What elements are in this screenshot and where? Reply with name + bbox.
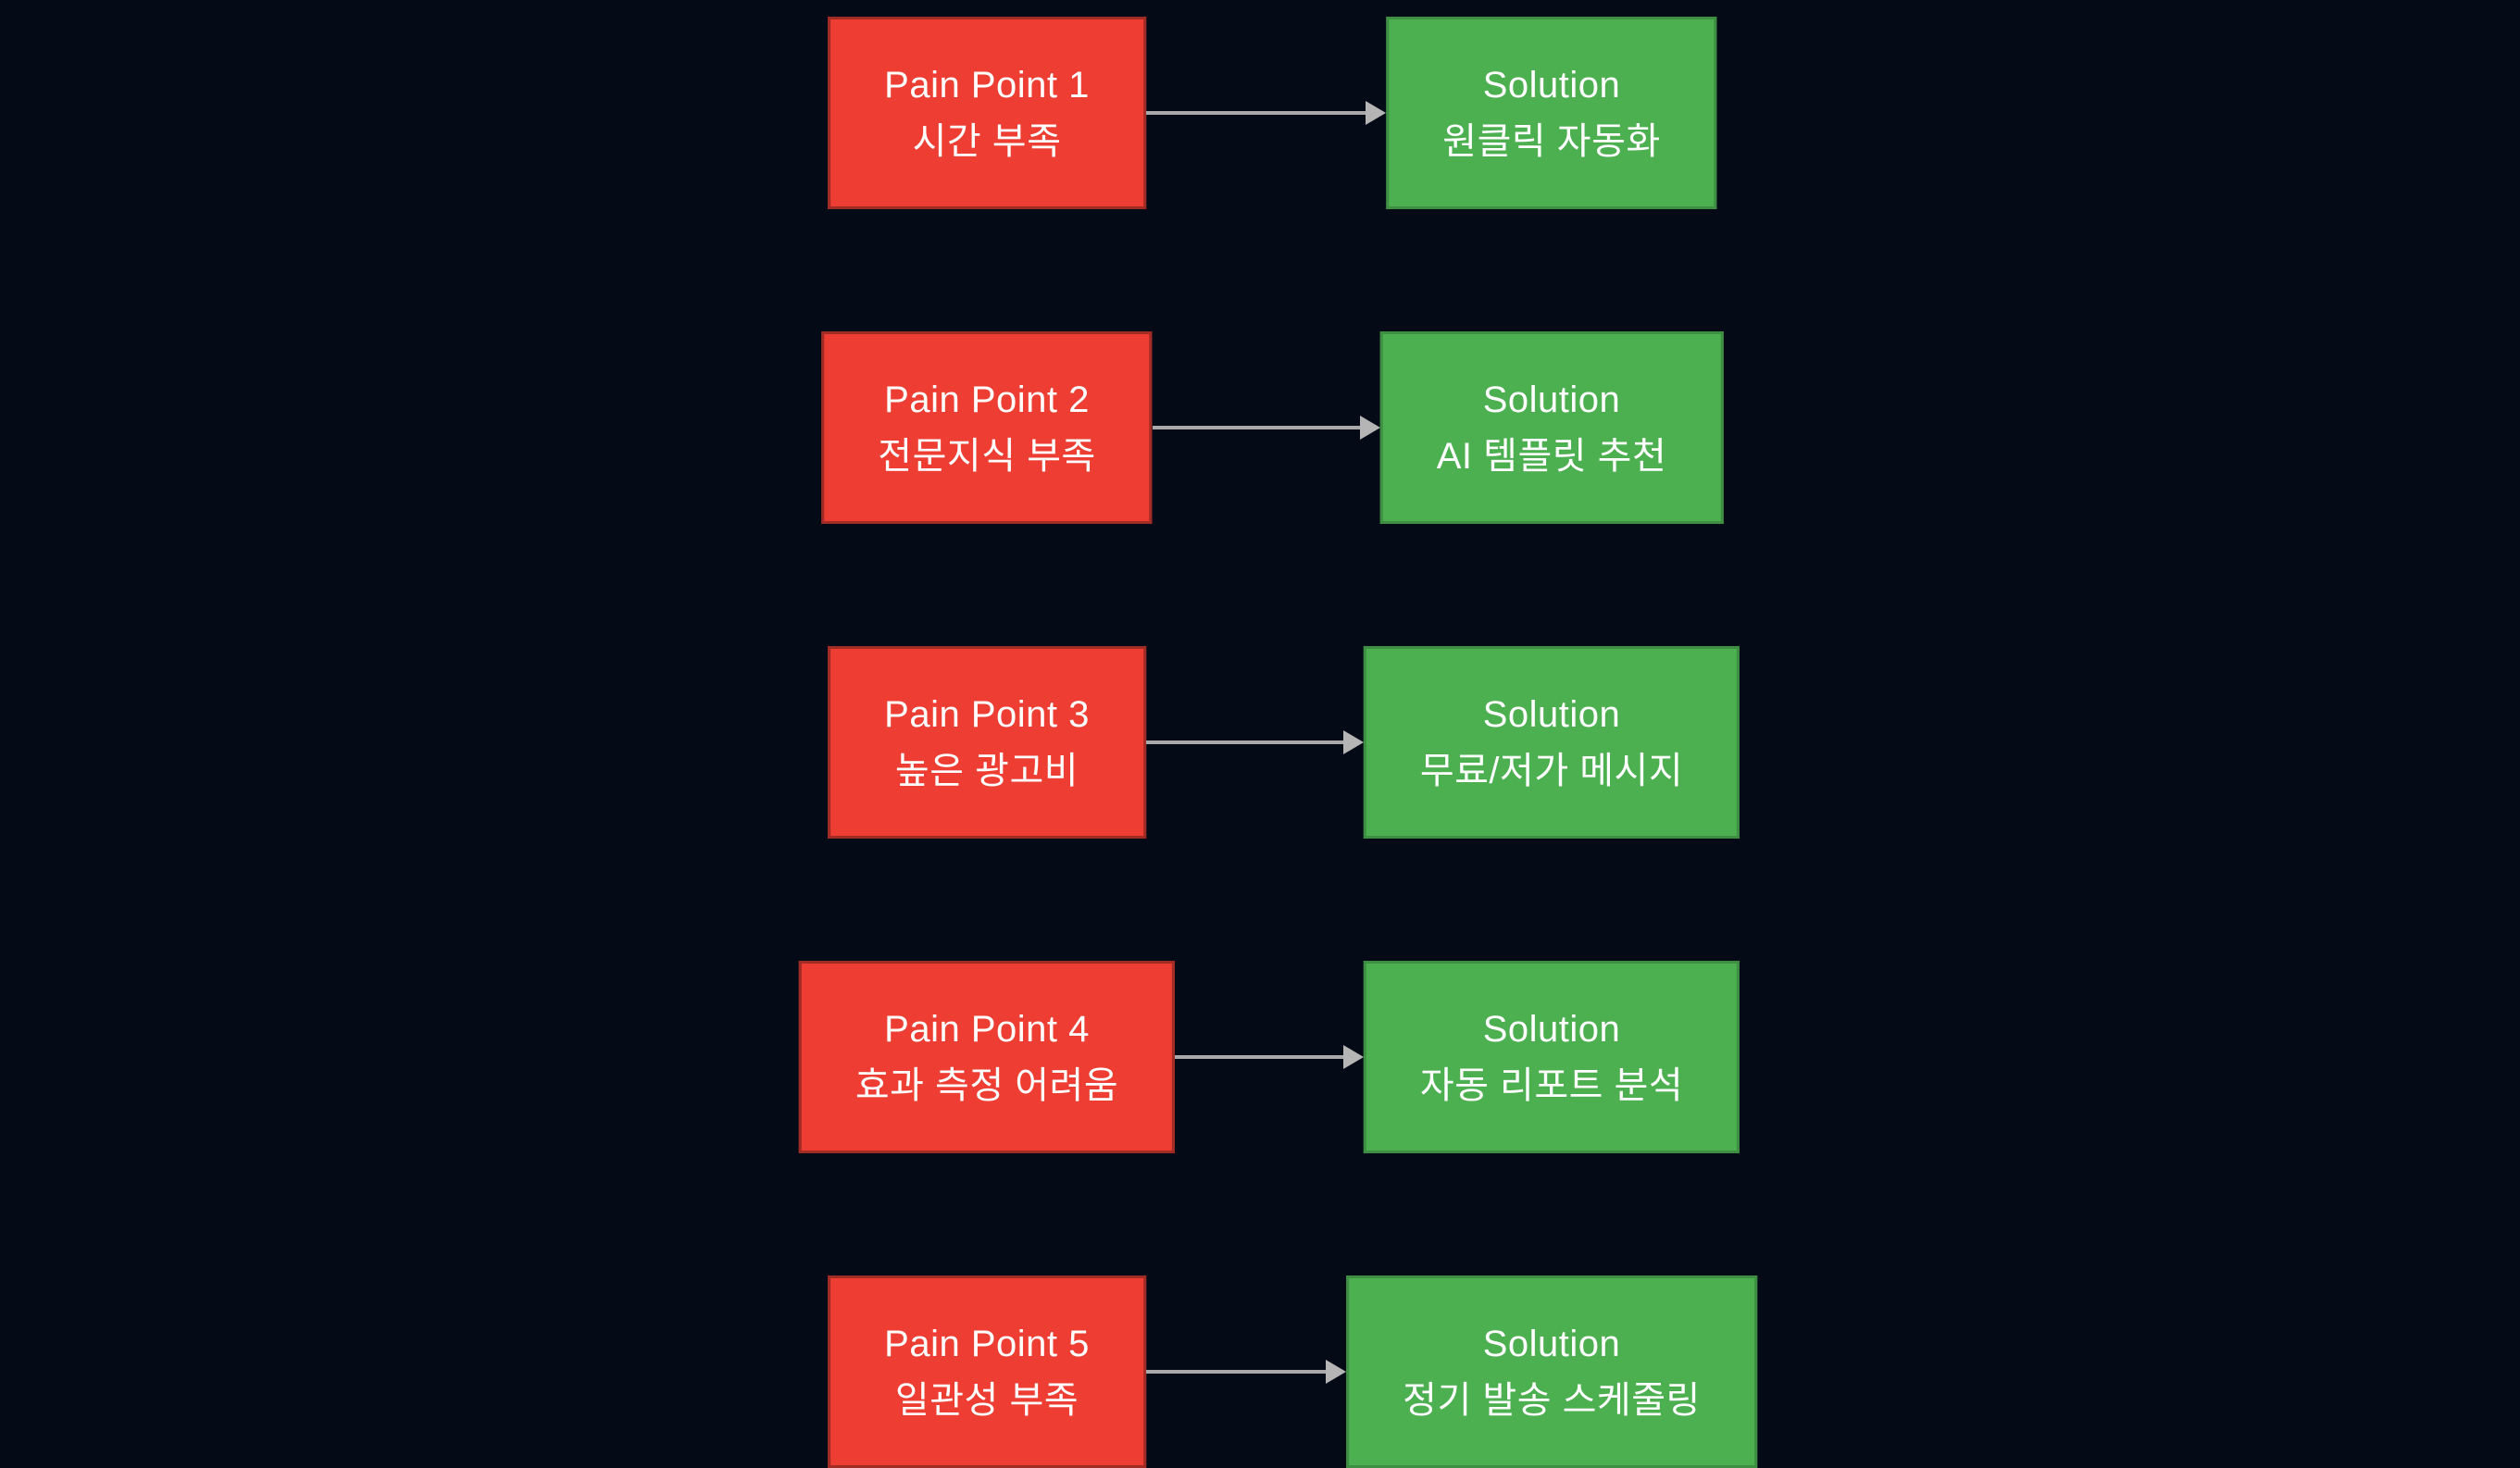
arrow-line <box>1145 111 1368 115</box>
arrow-head-icon <box>1326 1360 1347 1384</box>
solution-subtitle: 원클릭 자동화 <box>1442 120 1661 162</box>
pain-point-subtitle: 일관성 부족 <box>894 1379 1079 1421</box>
solution-box: Solution 원클릭 자동화 <box>1386 17 1717 209</box>
mapping-row: Pain Point 2 전문지식 부족 Solution AI 템플릿 추천 <box>0 331 2520 524</box>
pain-point-title: Pain Point 4 <box>884 1008 1090 1050</box>
solution-box: Solution 자동 리포트 분석 <box>1363 961 1740 1153</box>
arrow-head-icon <box>1342 730 1364 754</box>
arrow-line <box>1152 426 1362 429</box>
pain-point-title: Pain Point 5 <box>884 1323 1090 1364</box>
pain-point-title: Pain Point 3 <box>884 693 1090 735</box>
mapping-row: Pain Point 5 일관성 부족 Solution 정기 발송 스케줄링 <box>0 1275 2520 1468</box>
pain-point-subtitle: 시간 부족 <box>912 120 1062 162</box>
arrow-head-icon <box>1359 416 1380 440</box>
solution-title: Solution <box>1482 379 1621 420</box>
solution-title: Solution <box>1482 693 1621 735</box>
pain-point-box: Pain Point 4 효과 측정 어려움 <box>798 961 1176 1153</box>
solution-title: Solution <box>1482 1323 1621 1364</box>
arrow-head-icon <box>1342 1045 1364 1069</box>
solution-box: Solution AI 템플릿 추천 <box>1379 331 1724 524</box>
pain-point-title: Pain Point 2 <box>884 379 1090 420</box>
pain-point-subtitle: 전문지식 부족 <box>878 435 1096 477</box>
mapping-row: Pain Point 4 효과 측정 어려움 Solution 자동 리포트 분… <box>0 961 2520 1153</box>
mapping-row: Pain Point 3 높은 광고비 Solution 무료/저가 메시지 <box>0 646 2520 839</box>
arrow-line <box>1145 1370 1329 1374</box>
solution-subtitle: AI 템플릿 추천 <box>1436 435 1667 477</box>
solution-title: Solution <box>1482 64 1621 106</box>
arrow-line <box>1145 740 1345 744</box>
solution-subtitle: 무료/저가 메시지 <box>1419 750 1684 791</box>
mapping-row: Pain Point 1 시간 부족 Solution 원클릭 자동화 <box>0 17 2520 209</box>
solution-subtitle: 정기 발송 스케줄링 <box>1403 1379 1701 1421</box>
pain-point-box: Pain Point 1 시간 부족 <box>828 17 1146 209</box>
solution-box: Solution 무료/저가 메시지 <box>1363 646 1740 839</box>
solution-subtitle: 자동 리포트 분석 <box>1419 1064 1684 1106</box>
pain-point-box: Pain Point 5 일관성 부족 <box>828 1275 1146 1468</box>
solution-box: Solution 정기 발송 스케줄링 <box>1346 1275 1757 1468</box>
pain-point-subtitle: 효과 측정 어려움 <box>855 1064 1119 1106</box>
pain-point-box: Pain Point 2 전문지식 부족 <box>821 331 1153 524</box>
pain-point-box: Pain Point 3 높은 광고비 <box>828 646 1146 839</box>
arrow-head-icon <box>1366 101 1387 125</box>
arrow-line <box>1175 1055 1345 1059</box>
pain-point-title: Pain Point 1 <box>884 64 1090 106</box>
pain-point-subtitle: 높은 광고비 <box>894 750 1079 791</box>
solution-title: Solution <box>1482 1008 1621 1050</box>
